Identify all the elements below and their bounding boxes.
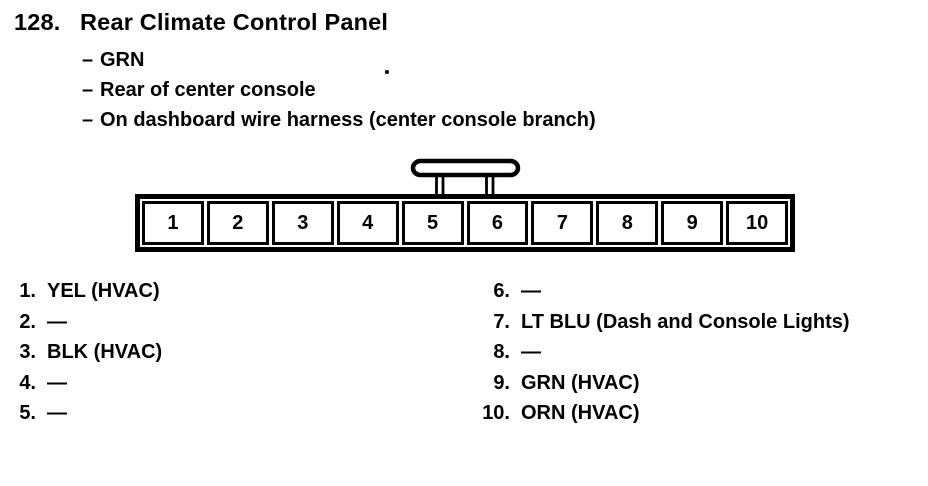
- pin-legend-row: 5. —: [14, 398, 162, 429]
- connector-diagram: 1 2 3 4 5 6 7 8 9 10: [135, 194, 795, 252]
- connector-latch-tab: [410, 158, 521, 200]
- pin-legend-right: 6. — 7. LT BLU (Dash and Console Lights) 8…: [470, 276, 850, 429]
- pin-legend-row: 9. GRN (HVAC): [470, 368, 850, 399]
- connector-pin-cavity: 1: [142, 201, 204, 245]
- pin-label: LT BLU (Dash and Console Lights): [521, 310, 850, 333]
- detail-text: On dashboard wire harness (center consol…: [100, 109, 596, 131]
- pin-cavity-number: 10: [745, 211, 769, 234]
- pin-legend-row: 4. —: [14, 368, 162, 399]
- pin-cavity-number: 9: [686, 211, 698, 234]
- connector-pin-cavity: 10: [726, 201, 789, 245]
- pin-cavity-number: 4: [362, 211, 374, 234]
- pin-legend-left: 1. YEL (HVAC) 2. — 3. BLK (HVAC) 4. — 5. —: [14, 276, 162, 429]
- connector-pin-cavity: 3: [271, 201, 334, 245]
- bullet-dash: –: [82, 109, 94, 131]
- pin-number: 5.: [19, 402, 36, 424]
- connector-pin-cavity: 7: [531, 201, 594, 245]
- pin-legend-row: 1. YEL (HVAC): [14, 276, 162, 307]
- detail-line-harness: –On dashboard wire harness (center conso…: [82, 105, 596, 135]
- detail-list: –GRN –Rear of center console –On dashboa…: [82, 45, 596, 135]
- detail-line-wire-color: –GRN: [82, 45, 596, 75]
- pin-legend-row: 3. BLK (HVAC): [14, 337, 162, 368]
- bullet-dash: –: [82, 79, 94, 101]
- detail-text: GRN: [100, 49, 145, 71]
- pin-legend-row: 8. —: [470, 337, 850, 368]
- page-title-row: 128. Rear Climate Control Panel: [14, 9, 388, 36]
- pin-label: ORN (HVAC): [521, 402, 640, 424]
- pin-label: BLK (HVAC): [47, 341, 163, 363]
- pin-label: YEL (HVAC): [47, 280, 160, 302]
- pin-cavity-number: 1: [167, 211, 179, 234]
- connector-pin-cavity: 6: [466, 201, 529, 245]
- pin-number: 10.: [482, 402, 510, 424]
- pin-cavity-number: 3: [297, 211, 309, 234]
- bullet-dash: –: [82, 49, 94, 71]
- pin-label: —: [521, 341, 541, 363]
- pin-label: —: [521, 280, 541, 302]
- pin-legend-row: 10. ORN (HVAC): [470, 398, 850, 429]
- pin-number: 6.: [493, 280, 510, 302]
- pin-label: —: [47, 371, 67, 394]
- pin-cavity-number: 7: [556, 211, 568, 234]
- connector-pin-cavity: 5: [401, 201, 464, 245]
- pin-number: 8.: [493, 341, 510, 363]
- pin-label: —: [47, 402, 67, 424]
- connector-pin-cavity: 2: [206, 201, 269, 245]
- page-title: Rear Climate Control Panel: [80, 9, 389, 35]
- pin-cavity-number: 8: [621, 211, 633, 234]
- detail-line-location: –Rear of center console: [82, 75, 596, 105]
- item-number: 128.: [14, 9, 61, 35]
- connector-pin-cavity: 9: [661, 201, 724, 245]
- pin-legend-row: 6. —: [470, 276, 850, 307]
- scan-artifact-dot: [385, 70, 389, 74]
- pin-number: 1.: [19, 280, 36, 302]
- detail-text: Rear of center console: [100, 79, 316, 101]
- pin-legend-row: 2. —: [14, 307, 162, 338]
- pin-label: GRN (HVAC): [521, 371, 640, 394]
- pin-number: 7.: [493, 310, 510, 333]
- connector-pin-cavity: 8: [596, 201, 659, 245]
- pin-number: 4.: [19, 371, 36, 394]
- pin-legend-row: 7. LT BLU (Dash and Console Lights): [470, 307, 850, 338]
- pin-number: 2.: [19, 310, 36, 333]
- pin-cavity-number: 5: [427, 211, 439, 234]
- pin-cavity-number: 2: [232, 211, 244, 234]
- connector-pin-cavity: 4: [336, 201, 399, 245]
- pin-label: —: [47, 310, 67, 333]
- pin-cavity-number: 6: [491, 211, 504, 234]
- pin-number: 3.: [19, 341, 36, 363]
- pin-number: 9.: [493, 371, 510, 394]
